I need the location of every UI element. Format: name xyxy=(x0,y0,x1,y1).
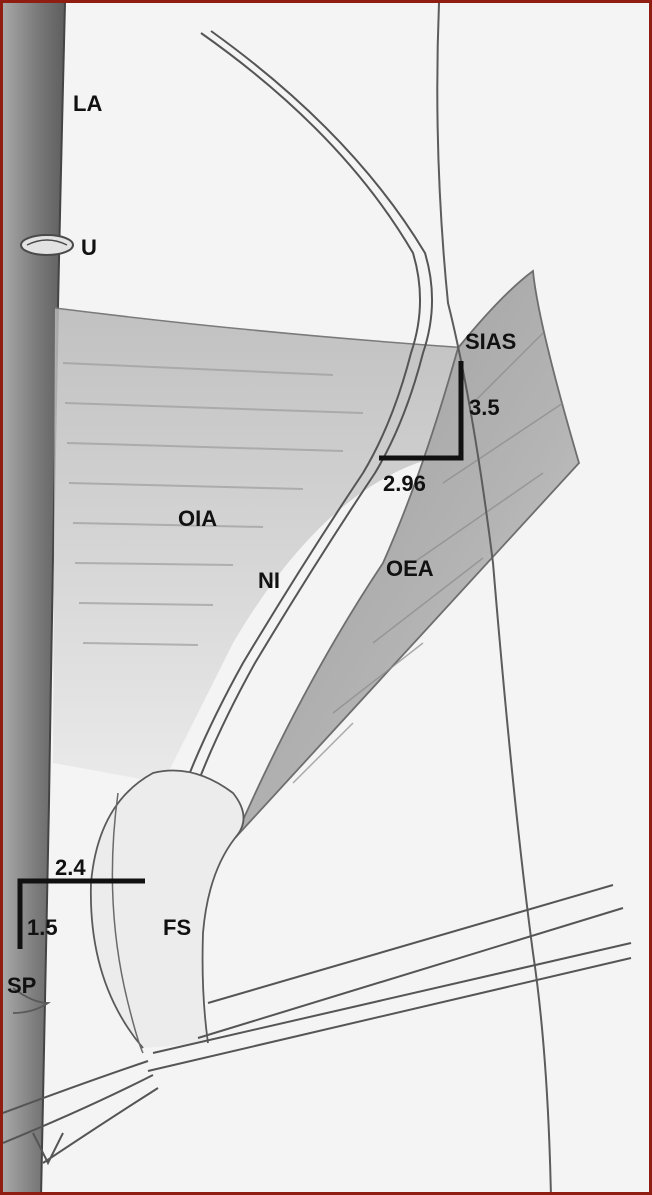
label-oea: OEA xyxy=(386,556,434,581)
inguinal-band-upper xyxy=(208,885,613,1003)
measurement-sias-vertical: 3.5 xyxy=(469,395,500,420)
measurement-sias-horizontal: 2.96 xyxy=(383,471,426,496)
anatomical-sketch: LA U SIAS 3.5 2.96 OIA NI OEA 2.4 1.5 FS… xyxy=(3,3,652,1195)
label-oia: OIA xyxy=(178,506,217,531)
label-ni: NI xyxy=(258,568,280,593)
inguinal-band-middle xyxy=(198,908,623,1038)
measurement-sp-horizontal: 2.4 xyxy=(55,855,86,880)
label-u: U xyxy=(81,235,97,260)
measurement-sp-vertical: 1.5 xyxy=(27,915,58,940)
label-la: LA xyxy=(73,91,102,116)
inguinal-band-base xyxy=(148,958,631,1071)
label-sias: SIAS xyxy=(465,329,516,354)
label-fs: FS xyxy=(163,915,191,940)
label-sp: SP xyxy=(7,973,36,998)
umbilicus-shape xyxy=(21,235,73,255)
